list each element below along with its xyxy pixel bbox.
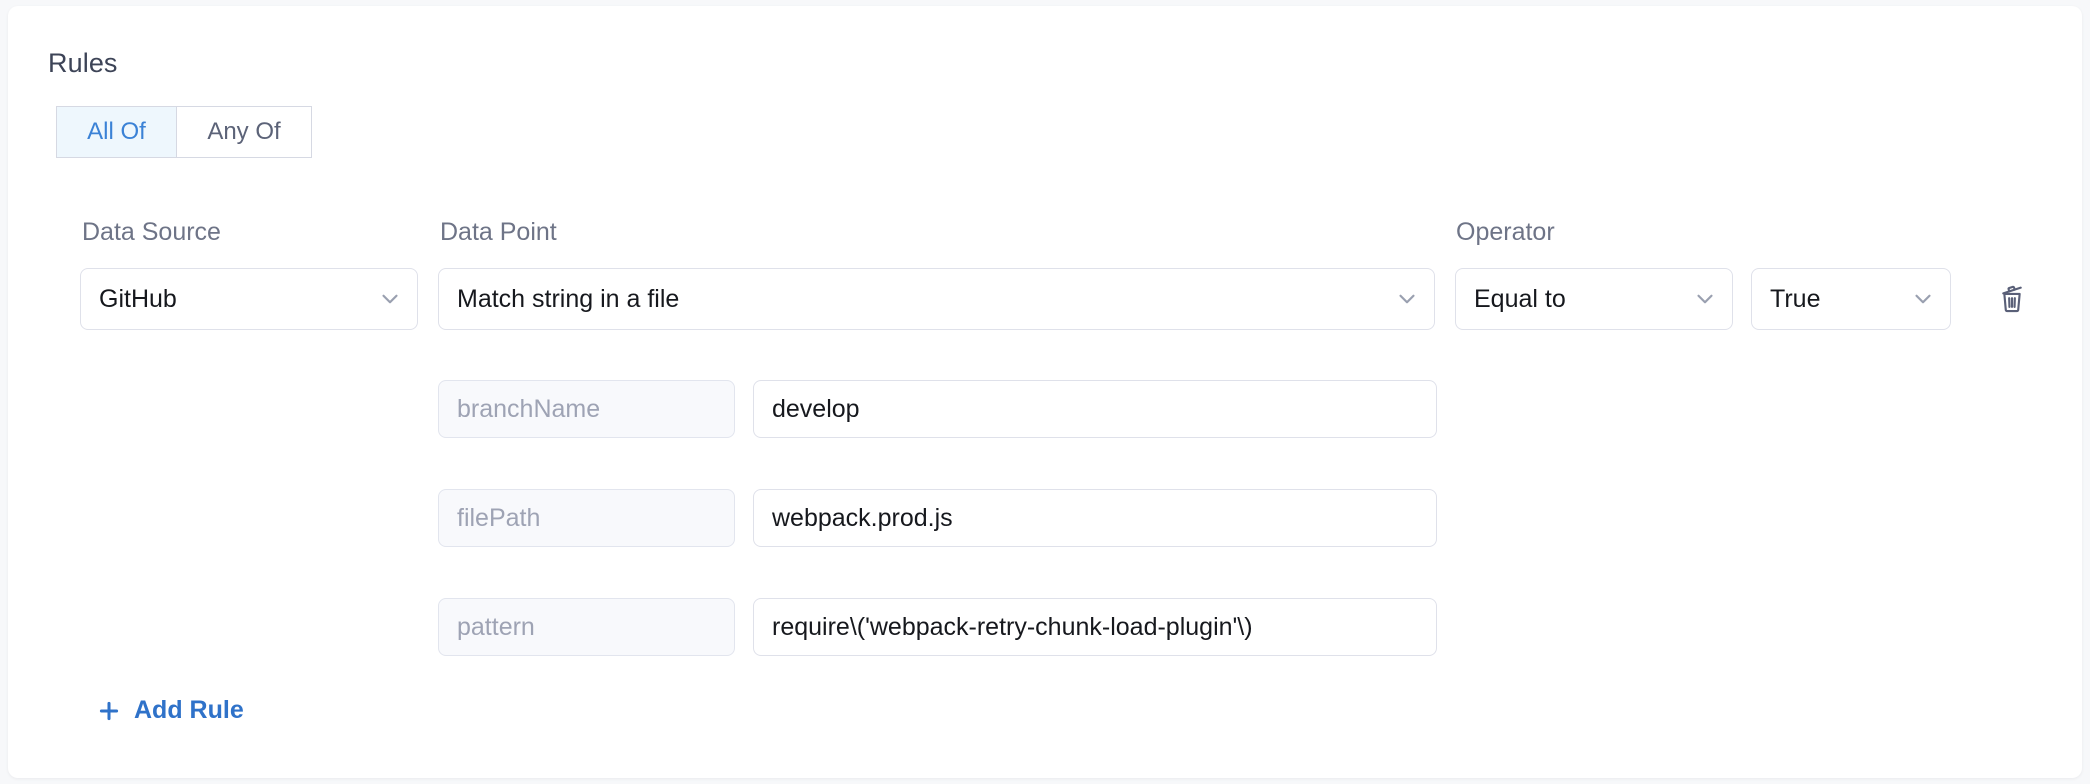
plus-icon	[96, 698, 122, 724]
operator-label: Operator	[1456, 218, 1555, 246]
add-rule-button[interactable]: Add Rule	[96, 696, 244, 725]
data-point-label: Data Point	[440, 218, 557, 246]
operator-select[interactable]: Equal to	[1455, 268, 1733, 330]
parameter-value-filepath[interactable]: webpack.prod.js	[753, 489, 1437, 547]
add-rule-label: Add Rule	[134, 696, 244, 724]
parameter-key-branchname: branchName	[438, 380, 735, 438]
data-source-label: Data Source	[82, 218, 221, 246]
chevron-down-icon	[377, 286, 403, 312]
data-source-select[interactable]: GitHub	[80, 268, 418, 330]
data-source-select-value: GitHub	[99, 284, 177, 313]
match-mode-any-of-button[interactable]: Any Of	[176, 106, 312, 158]
chevron-down-icon	[1394, 286, 1420, 312]
parameter-value-branchname[interactable]: develop	[753, 380, 1437, 438]
operator-value-select[interactable]: True	[1751, 268, 1951, 330]
operator-select-value: Equal to	[1474, 284, 1566, 313]
chevron-down-icon	[1910, 286, 1936, 312]
match-mode-toggle-group: All Of Any Of	[56, 106, 312, 158]
delete-rule-button[interactable]	[1990, 278, 2034, 322]
parameter-key-filepath: filePath	[438, 489, 735, 547]
rules-panel: Rules All Of Any Of Data Source Data Poi…	[8, 6, 2082, 778]
match-mode-all-of-button[interactable]: All Of	[56, 106, 176, 158]
data-point-select-value: Match string in a file	[457, 284, 680, 313]
data-point-select[interactable]: Match string in a file	[438, 268, 1435, 330]
page-title: Rules	[48, 48, 118, 78]
parameter-value-pattern[interactable]: require\('webpack-retry-chunk-load-plugi…	[753, 598, 1437, 656]
operator-value-select-value: True	[1770, 284, 1821, 313]
trash-icon	[1995, 282, 2029, 319]
parameter-key-pattern: pattern	[438, 598, 735, 656]
chevron-down-icon	[1692, 286, 1718, 312]
